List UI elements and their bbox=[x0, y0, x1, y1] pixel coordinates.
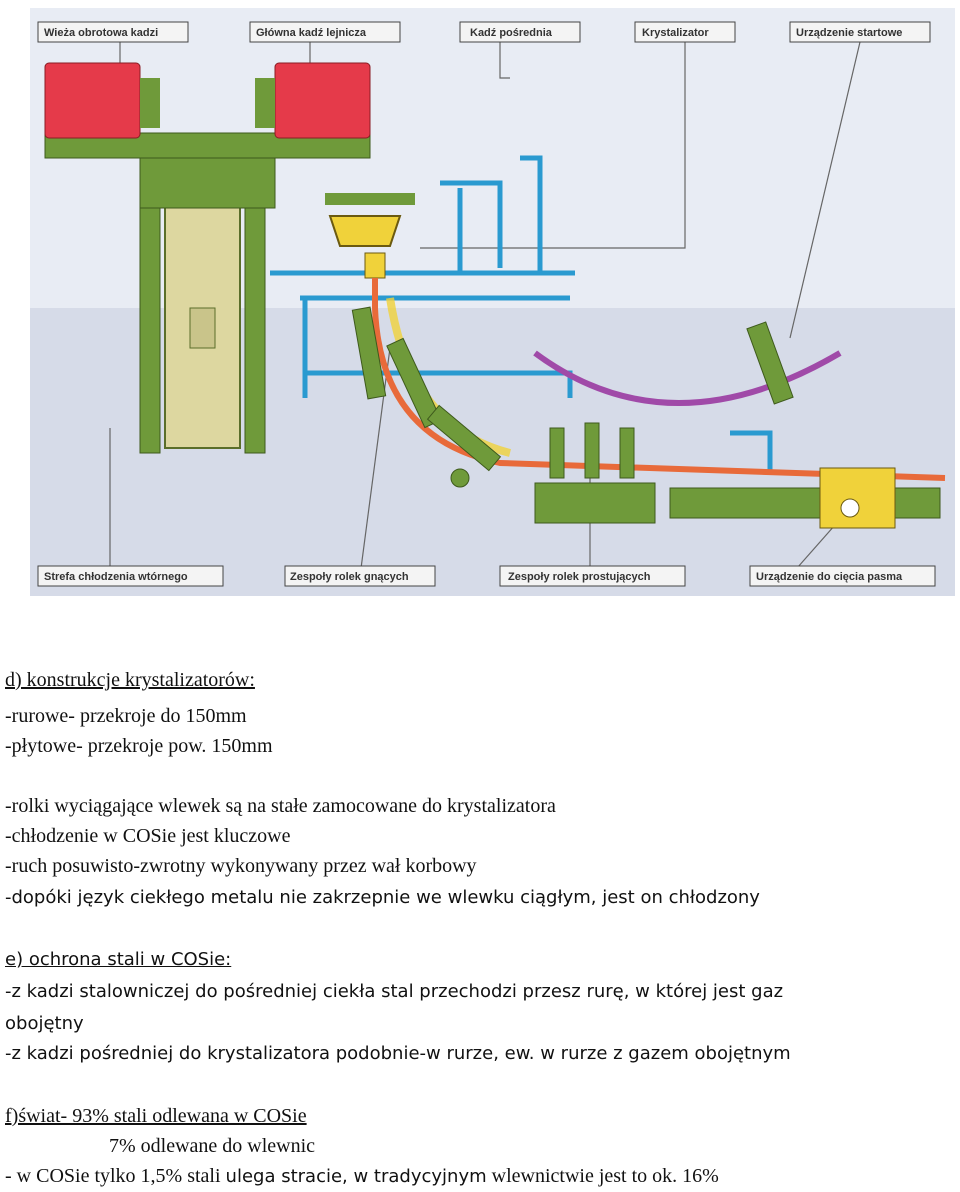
section-d-title: d) konstrukcje krystalizatorów: bbox=[5, 669, 255, 691]
diagram-svg: Wieża obrotowa kadzi Główna kadź lejnicz… bbox=[30, 8, 955, 596]
label-starter: Urządzenie startowe bbox=[796, 27, 902, 39]
mold bbox=[364, 252, 386, 279]
cutter bbox=[819, 467, 896, 529]
label-bending: Zespoły rolek gnących bbox=[290, 571, 409, 583]
ladle-left bbox=[44, 62, 141, 139]
section-f-title: f)świat- 93% stali odlewana w COSie bbox=[5, 1105, 307, 1127]
starter-bar-curve bbox=[533, 350, 842, 406]
label-tundish: Kadź pośrednia bbox=[470, 27, 553, 39]
continuous-casting-diagram: Wieża obrotowa kadzi Główna kadź lejnicz… bbox=[30, 8, 955, 596]
e-item-2: -z kadzi pośredniej do krystalizatora po… bbox=[5, 1043, 791, 1064]
section-e-title: e) ochrona stali w COSie: bbox=[5, 949, 232, 970]
label-cutter: Urządzenie do cięcia pasma bbox=[756, 571, 903, 583]
label-straightening: Zespoły rolek prostujących bbox=[508, 571, 651, 583]
e-item-1: -z kadzi stalowniczej do pośredniej ciek… bbox=[5, 981, 784, 1002]
bending-rolls bbox=[351, 306, 502, 488]
paragraph-4: -dopóki język ciekłego metalu nie zakrze… bbox=[5, 887, 760, 908]
f-item-2-part-c: wlewnictwie jest to ok. 16% bbox=[486, 1165, 719, 1187]
label-ladle: Główna kadź lejnicza bbox=[256, 27, 367, 39]
tundish bbox=[328, 215, 402, 247]
e-item-1-cont: obojętny bbox=[5, 1013, 84, 1034]
ladle-right bbox=[274, 62, 371, 139]
f-item-2-part-a: - w COSie tylko 1,5% stali bbox=[5, 1165, 226, 1187]
label-turret: Wieża obrotowa kadzi bbox=[44, 27, 158, 39]
d-item-2: -płytowe- przekroje pow. 150mm bbox=[5, 735, 273, 757]
label-mold: Krystalizator bbox=[642, 27, 709, 39]
paragraph-1: -rolki wyciągające wlewek są na stałe za… bbox=[5, 795, 556, 817]
f-item-1: 7% odlewane do wlewnic bbox=[109, 1135, 316, 1157]
paragraph-3: -ruch posuwisto-zwrotny wykonywany przez… bbox=[5, 855, 477, 877]
paragraph-2: -chłodzenie w COSie jest kluczowe bbox=[5, 825, 291, 847]
d-item-1: -rurowe- przekroje do 150mm bbox=[5, 705, 247, 727]
label-spray: Strefa chłodzenia wtórnego bbox=[44, 571, 188, 583]
f-item-2-part-b: ulega stracie, w tradycyjnym bbox=[225, 1166, 487, 1187]
f-item-2: - w COSie tylko 1,5% stali ulega stracie… bbox=[5, 1164, 719, 1189]
